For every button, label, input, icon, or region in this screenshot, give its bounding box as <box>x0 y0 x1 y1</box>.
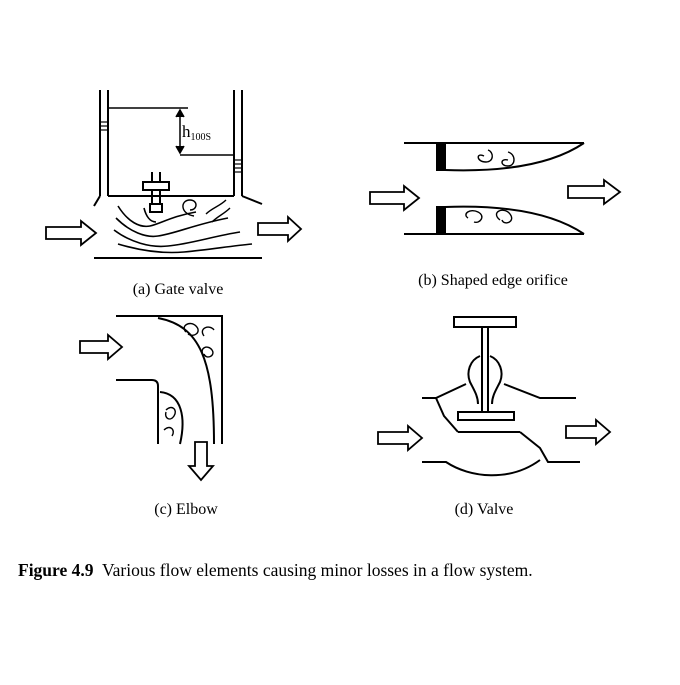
elbow-inner-separation-curve <box>159 391 184 445</box>
gate-valve-pipe-top-wall <box>93 195 263 207</box>
orifice-outlet-arrow <box>567 178 622 206</box>
figure-caption: Figure 4.9 Various flow elements causing… <box>18 560 668 581</box>
elbow-inlet-arrow <box>79 333 124 361</box>
shaped-edge-orifice-diagram <box>404 142 585 235</box>
globe-valve-diagram <box>422 316 580 477</box>
valve-handwheel <box>453 316 517 328</box>
elbow-outer-separation-curve <box>157 317 215 445</box>
elbow-diagram <box>116 315 223 445</box>
orifice-upper-plate <box>436 142 446 171</box>
orifice-eddies <box>465 149 515 224</box>
left-manometer-tube <box>99 90 109 196</box>
gate-valve-diagram <box>93 90 263 259</box>
gate-valve-streamlines <box>113 205 253 254</box>
gate-valve-inlet-arrow <box>45 219 98 247</box>
orifice-label: (b) Shaped edge orifice <box>418 272 568 289</box>
valve-bonnet <box>422 355 576 405</box>
valve-body-bottom-wall <box>422 459 541 477</box>
valve-label: (d) Valve <box>455 501 514 518</box>
orifice-upper-separation-zone <box>444 142 585 172</box>
gate-valve-outlet-arrow <box>257 214 303 244</box>
elbow-eddies <box>163 322 215 437</box>
valve-seat <box>435 397 580 463</box>
gate-stem <box>142 172 170 213</box>
elbow-label: (c) Elbow <box>154 501 218 518</box>
orifice-lower-separation-zone <box>444 205 585 235</box>
figure-number: Figure 4.9 <box>18 560 94 580</box>
caption-text: Various flow elements causing minor loss… <box>101 560 533 580</box>
gate-valve-label: (a) Gate valve <box>133 281 224 298</box>
right-manometer-tube <box>233 90 243 196</box>
orifice-lower-plate <box>436 206 446 235</box>
head-loss-label: h100S <box>182 122 211 143</box>
head-loss-indicator <box>108 107 234 156</box>
valve-inlet-arrow <box>377 424 424 452</box>
elbow-outlet-arrow <box>187 441 215 482</box>
valve-outlet-arrow <box>565 418 612 446</box>
elbow-inner-wall <box>116 379 159 444</box>
gate-valve-eddies <box>182 199 231 223</box>
orifice-inlet-arrow <box>369 184 421 212</box>
elbow-outer-wall <box>116 315 223 444</box>
valve-stem <box>481 327 489 412</box>
